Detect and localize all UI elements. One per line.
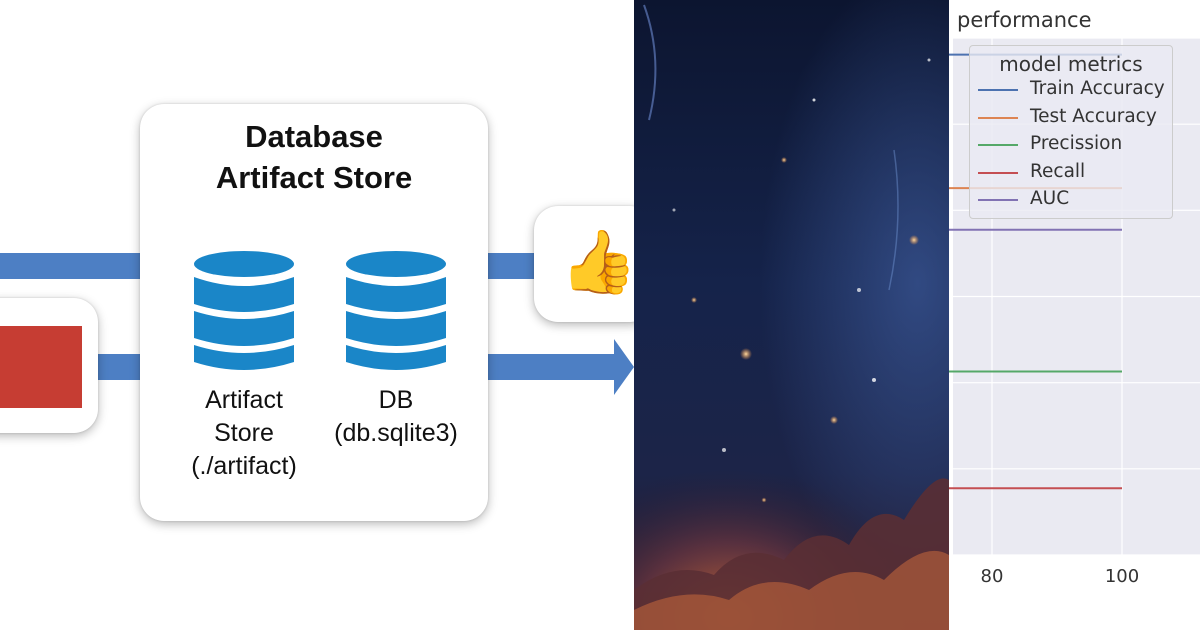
legend-swatch bbox=[978, 171, 1018, 174]
artifact-store-card: Database Artifact Store Artifact Store (… bbox=[140, 104, 488, 521]
legend-swatch bbox=[978, 144, 1018, 146]
legend-entry: Test Accuracy bbox=[970, 104, 1172, 132]
legend-label: Precission bbox=[1030, 133, 1123, 154]
artifact-store-label-line-2: Store bbox=[214, 419, 274, 447]
legend-title: model metrics bbox=[999, 52, 1143, 76]
legend-label: Test Accuracy bbox=[1030, 105, 1157, 127]
legend-entry: Recall bbox=[970, 159, 1172, 187]
legend-swatch bbox=[978, 89, 1018, 91]
output-arrowhead bbox=[614, 339, 634, 395]
db-label-line-1: DB bbox=[378, 386, 414, 414]
store-title-line-2: Artifact Store bbox=[215, 160, 413, 195]
legend-entry: Train Accuracy bbox=[970, 76, 1172, 104]
performance-chart: performance 80 100 model metrics Train Ac… bbox=[949, 0, 1200, 630]
output-flow-arrow-bottom bbox=[488, 354, 618, 380]
legend-entry: AUC bbox=[970, 186, 1172, 214]
input-flow-arrow-bottom bbox=[96, 354, 142, 380]
input-flow-arrow-top bbox=[0, 253, 142, 279]
x-tick-label: 80 bbox=[980, 566, 1004, 587]
space-nebula-image bbox=[634, 0, 949, 630]
legend-swatch bbox=[978, 116, 1018, 119]
nebula-artwork bbox=[634, 0, 949, 630]
source-red-block bbox=[0, 326, 82, 408]
output-flow-arrow-top bbox=[488, 253, 536, 279]
artifact-store-label-line-1: Artifact bbox=[205, 386, 283, 414]
legend-swatch bbox=[978, 199, 1018, 201]
legend-label: Recall bbox=[1030, 160, 1086, 182]
artifact-store-label-line-3: (./artifact) bbox=[191, 452, 297, 480]
source-card bbox=[0, 298, 98, 433]
store-title: Database Artifact Store bbox=[140, 116, 488, 198]
db-sqlite-database-icon bbox=[346, 251, 446, 370]
artifact-store-label: Artifact Store (./artifact) bbox=[174, 384, 314, 483]
thumbs-up-icon: 👍 bbox=[560, 228, 634, 297]
legend-label: Train Accuracy bbox=[1030, 78, 1165, 99]
db-label-line-2: (db.sqlite3) bbox=[334, 419, 458, 447]
legend-label: AUC bbox=[1030, 188, 1070, 209]
db-sqlite-label: DB (db.sqlite3) bbox=[322, 384, 470, 450]
thumbs-up-card: 👍 bbox=[534, 206, 634, 322]
architecture-diagram: 👍 Database Artifact Store Artifact bbox=[0, 104, 634, 521]
store-title-line-1: Database bbox=[245, 119, 383, 154]
x-tick-label: 100 bbox=[1104, 566, 1140, 587]
legend-entry: Precission bbox=[970, 131, 1172, 159]
chart-title: performance bbox=[957, 8, 1092, 32]
artifact-store-database-icon bbox=[194, 251, 294, 370]
